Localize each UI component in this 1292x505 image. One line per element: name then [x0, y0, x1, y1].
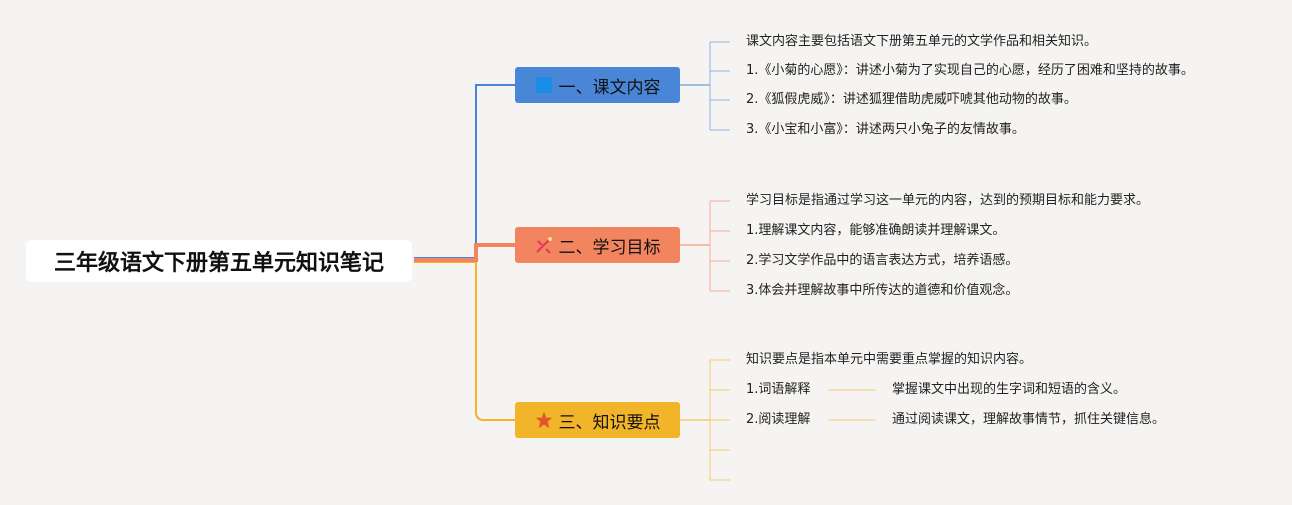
leaf-item[interactable]: 3.体会并理解故事中所传达的道德和价值观念。	[746, 283, 1019, 298]
leaf-detail[interactable]: 通过阅读课文，理解故事情节，抓住关键信息。	[892, 412, 1166, 427]
target-icon	[535, 236, 553, 254]
blue-square-icon	[535, 76, 553, 94]
leaf-item[interactable]: 1.理解课文内容，能够准确朗读并理解课文。	[746, 223, 1006, 238]
leaf-item[interactable]: 2.《狐假虎威》：讲述狐狸借助虎威吓唬其他动物的故事。	[746, 92, 1077, 107]
leaf-item[interactable]: 2.学习文学作品中的语言表达方式，培养语感。	[746, 253, 1019, 268]
leaf-item[interactable]: 课文内容主要包括语文下册第五单元的文学作品和相关知识。	[746, 34, 1098, 49]
leaf-item[interactable]: 1.《小菊的心愿》：讲述小菊为了实现自己的心愿，经历了困难和坚持的故事。	[746, 63, 1194, 78]
branch-label: 三、知识要点	[558, 412, 661, 433]
branch-label: 二、学习目标	[558, 237, 661, 258]
leaf-item[interactable]: 1.词语解释	[746, 382, 811, 397]
branch-label: 一、课文内容	[558, 77, 661, 98]
leaf-detail[interactable]: 掌握课文中出现的生字词和短语的含义。	[892, 382, 1127, 397]
leaf-item[interactable]: 2.阅读理解	[746, 412, 811, 427]
root-node[interactable]: 三年级语文下册第五单元知识笔记	[26, 240, 412, 282]
leaf-item[interactable]: 知识要点是指本单元中需要重点掌握的知识内容。	[746, 352, 1033, 367]
branch-node-learning-goals[interactable]: 二、学习目标	[515, 227, 680, 263]
star-icon	[535, 411, 553, 429]
root-title: 三年级语文下册第五单元知识笔记	[53, 251, 384, 276]
leaf-item[interactable]: 学习目标是指通过学习这一单元的内容，达到的预期目标和能力要求。	[746, 193, 1150, 208]
leaf-item[interactable]: 3.《小宝和小富》：讲述两只小兔子的友情故事。	[746, 122, 1025, 137]
branch-node-course-content[interactable]: 一、课文内容	[515, 67, 680, 103]
branch-node-key-points[interactable]: 三、知识要点	[515, 402, 680, 438]
